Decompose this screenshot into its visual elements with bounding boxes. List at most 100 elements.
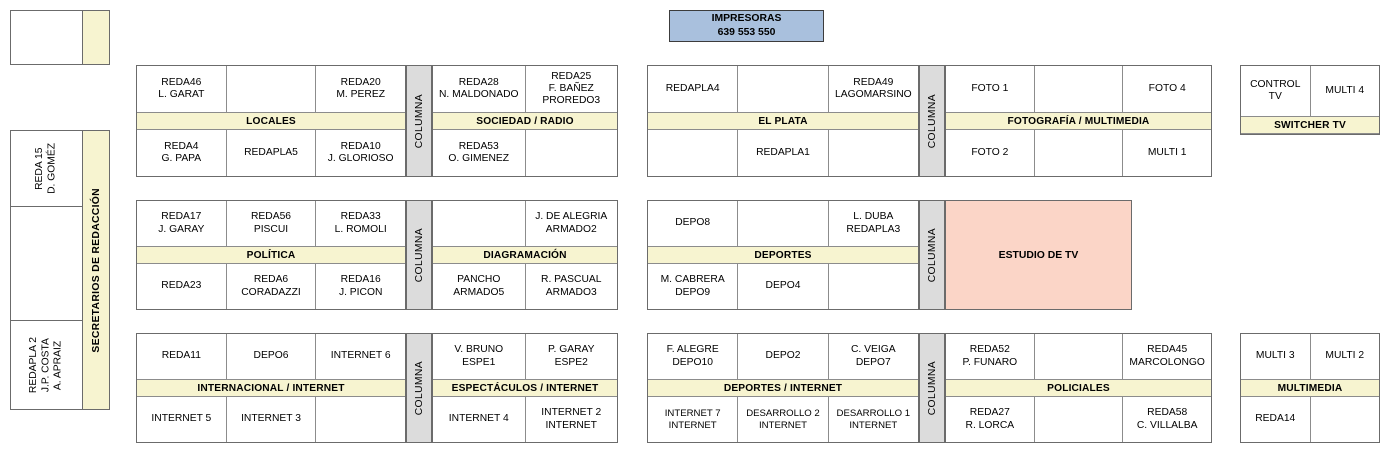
desk[interactable]: J. DE ALEGRIA ARMADO2 — [525, 201, 617, 246]
desk[interactable]: FOTO 1 — [946, 66, 1035, 112]
block-politica[interactable]: REDA17 J. GARAY REDA56 PISCUI REDA33 L. … — [136, 200, 406, 310]
desk[interactable] — [738, 201, 829, 246]
columna-pillar: COLUMNA — [406, 65, 432, 177]
desk[interactable]: DEPO2 — [738, 334, 829, 379]
block-locales-top-row: REDA46 L. GARAT REDA20 M. PEREZ — [137, 66, 406, 112]
desk[interactable]: REDAPLA4 — [648, 66, 739, 112]
desk[interactable]: C. VEIGA DEPO7 — [828, 334, 918, 379]
block-espectaculos-top-row: V. BRUNO ESPE1 P. GARAY ESPE2 — [433, 334, 617, 379]
sidebar-top-box[interactable] — [10, 10, 110, 65]
desk[interactable]: REDA11 — [137, 334, 227, 379]
block-internacional-internet[interactable]: REDA11 DEPO6 INTERNET 6 INTERNACIONAL / … — [136, 333, 406, 443]
desk[interactable] — [1034, 130, 1124, 176]
block-switcher-tv-top-row: CONTROL TV MULTI 4 — [1241, 66, 1379, 116]
block-diagramacion[interactable]: J. DE ALEGRIA ARMADO2 DIAGRAMACIÓN PANCH… — [432, 200, 618, 310]
desk[interactable]: REDA49 LAGOMARSINO — [828, 66, 918, 112]
desk[interactable] — [1310, 397, 1379, 442]
desk[interactable]: REDA17 J. GARAY — [137, 201, 227, 246]
columna-label: COLUMNA — [926, 227, 938, 283]
desk[interactable]: L. DUBA REDAPLA3 — [828, 201, 918, 246]
block-policiales[interactable]: REDA52 P. FUNARO REDA45 MARCOLONGO POLIC… — [945, 333, 1212, 443]
desk[interactable]: INTERNET 6 — [316, 334, 406, 379]
desk[interactable]: REDA28 N. MALDONADO — [433, 66, 526, 112]
estudio-de-tv-label: ESTUDIO DE TV — [998, 249, 1079, 261]
desk[interactable]: REDA16 J. PICON — [316, 264, 406, 309]
block-deportes[interactable]: DEPO8 L. DUBA REDAPLA3 DEPORTES M. CABRE… — [647, 200, 919, 310]
block-multimedia[interactable]: MULTI 3 MULTI 2 MULTIMEDIA REDA14 — [1240, 333, 1380, 443]
sidebar-desk-reda15[interactable]: REDA 15 D. GOMÉZ — [11, 131, 82, 207]
desk[interactable]: FOTO 4 — [1123, 66, 1212, 112]
desk[interactable]: REDA45 MARCOLONGO — [1123, 334, 1212, 379]
sidebar-cell-list: REDA 15 D. GOMÉZ REDAPLA 2 J.P. COSTA A.… — [11, 131, 82, 409]
desk[interactable]: REDA52 P. FUNARO — [946, 334, 1035, 379]
desk[interactable] — [738, 66, 829, 112]
desk[interactable]: REDA53 O. GIMENEZ — [433, 130, 526, 176]
desk[interactable]: DEPO4 — [738, 264, 829, 309]
desk[interactable]: M. CABRERA DEPO9 — [648, 264, 739, 309]
desk[interactable]: DESARROLLO 1 INTERNET — [828, 397, 918, 442]
desk[interactable]: MULTI 1 — [1123, 130, 1212, 176]
desk[interactable]: FOTO 2 — [946, 130, 1035, 176]
block-switcher-tv[interactable]: CONTROL TV MULTI 4 SWITCHER TV — [1240, 65, 1380, 135]
desk[interactable]: INTERNET 5 — [137, 397, 227, 442]
desk[interactable]: DEPO6 — [226, 334, 317, 379]
block-espectaculos-internet[interactable]: V. BRUNO ESPE1 P. GARAY ESPE2 ESPECTÁCUL… — [432, 333, 618, 443]
block-fotografia-multimedia[interactable]: FOTO 1 FOTO 4 FOTOGRAFÍA / MULTIMEDIA FO… — [945, 65, 1212, 177]
desk[interactable] — [226, 66, 317, 112]
desk[interactable]: REDA6 CORADAZZI — [226, 264, 317, 309]
desk[interactable]: REDA23 — [137, 264, 227, 309]
cluster-row2-left: REDA17 J. GARAY REDA56 PISCUI REDA33 L. … — [136, 200, 618, 310]
block-el-plata[interactable]: REDAPLA4 REDA49 LAGOMARSINO EL PLATA RED… — [647, 65, 919, 177]
desk[interactable]: PANCHO ARMADO5 — [433, 264, 526, 309]
desk[interactable]: DESARROLLO 2 INTERNET — [738, 397, 829, 442]
block-deportes-internet-top-row: F. ALEGRE DEPO10 DEPO2 C. VEIGA DEPO7 — [648, 334, 918, 379]
block-politica-label: POLÍTICA — [137, 246, 405, 264]
desk[interactable]: REDA46 L. GARAT — [137, 66, 227, 112]
desk[interactable]: INTERNET 7 INTERNET — [648, 397, 739, 442]
desk[interactable] — [1034, 334, 1124, 379]
desk[interactable]: REDA14 — [1241, 397, 1311, 442]
block-multimedia-label: MULTIMEDIA — [1241, 379, 1379, 397]
desk[interactable] — [648, 130, 739, 176]
desk[interactable]: MULTI 4 — [1310, 66, 1379, 116]
desk[interactable]: INTERNET 3 — [226, 397, 317, 442]
desk[interactable]: REDA27 R. LORCA — [946, 397, 1035, 442]
desk[interactable]: REDA58 C. VILLALBA — [1123, 397, 1212, 442]
block-sociedad-radio[interactable]: REDA28 N. MALDONADO REDA25 F. BAÑEZ PROR… — [432, 65, 618, 177]
block-deportes-internet[interactable]: F. ALEGRE DEPO10 DEPO2 C. VEIGA DEPO7 DE… — [647, 333, 919, 443]
estudio-de-tv-room[interactable]: ESTUDIO DE TV — [945, 200, 1132, 310]
desk[interactable]: V. BRUNO ESPE1 — [433, 334, 526, 379]
block-locales[interactable]: REDA46 L. GARAT REDA20 M. PEREZ LOCALES … — [136, 65, 406, 177]
desk[interactable]: REDA25 F. BAÑEZ PROREDO3 — [525, 66, 617, 112]
desk[interactable] — [316, 397, 406, 442]
desk[interactable]: R. PASCUAL ARMADO3 — [525, 264, 617, 309]
desk[interactable] — [828, 130, 918, 176]
desk[interactable]: MULTI 3 — [1241, 334, 1311, 379]
block-deportes-label: DEPORTES — [648, 246, 918, 264]
desk[interactable]: REDA33 L. ROMOLI — [316, 201, 406, 246]
desk[interactable]: REDA56 PISCUI — [226, 201, 317, 246]
desk[interactable]: DEPO8 — [648, 201, 739, 246]
desk[interactable]: REDA10 J. GLORIOSO — [316, 130, 406, 176]
desk[interactable]: P. GARAY ESPE2 — [525, 334, 617, 379]
desk[interactable] — [525, 130, 617, 176]
desk[interactable] — [828, 264, 918, 309]
desk[interactable]: INTERNET 4 — [433, 397, 526, 442]
printers-box[interactable]: IMPRESORAS 639 553 550 — [669, 10, 824, 42]
desk[interactable] — [1034, 66, 1124, 112]
desk[interactable] — [433, 201, 526, 246]
sidebar-desk-redapla2[interactable]: REDAPLA 2 J.P. COSTA A. APRAIZ — [11, 321, 82, 409]
sidebar-secretarios-block[interactable]: REDA 15 D. GOMÉZ REDAPLA 2 J.P. COSTA A.… — [10, 130, 110, 410]
desk[interactable]: INTERNET 2 INTERNET — [525, 397, 617, 442]
desk[interactable]: F. ALEGRE DEPO10 — [648, 334, 739, 379]
desk[interactable]: MULTI 2 — [1310, 334, 1379, 379]
desk[interactable]: REDAPLA1 — [738, 130, 829, 176]
desk[interactable]: CONTROL TV — [1241, 66, 1311, 116]
desk[interactable]: REDAPLA5 — [226, 130, 317, 176]
sidebar-top-empty-cell[interactable] — [11, 11, 82, 64]
desk[interactable]: REDA20 M. PEREZ — [316, 66, 406, 112]
desk[interactable]: REDA4 G. PAPA — [137, 130, 227, 176]
desk[interactable] — [1034, 397, 1124, 442]
columna-pillar: COLUMNA — [919, 200, 945, 310]
sidebar-desk-empty[interactable] — [11, 207, 82, 321]
